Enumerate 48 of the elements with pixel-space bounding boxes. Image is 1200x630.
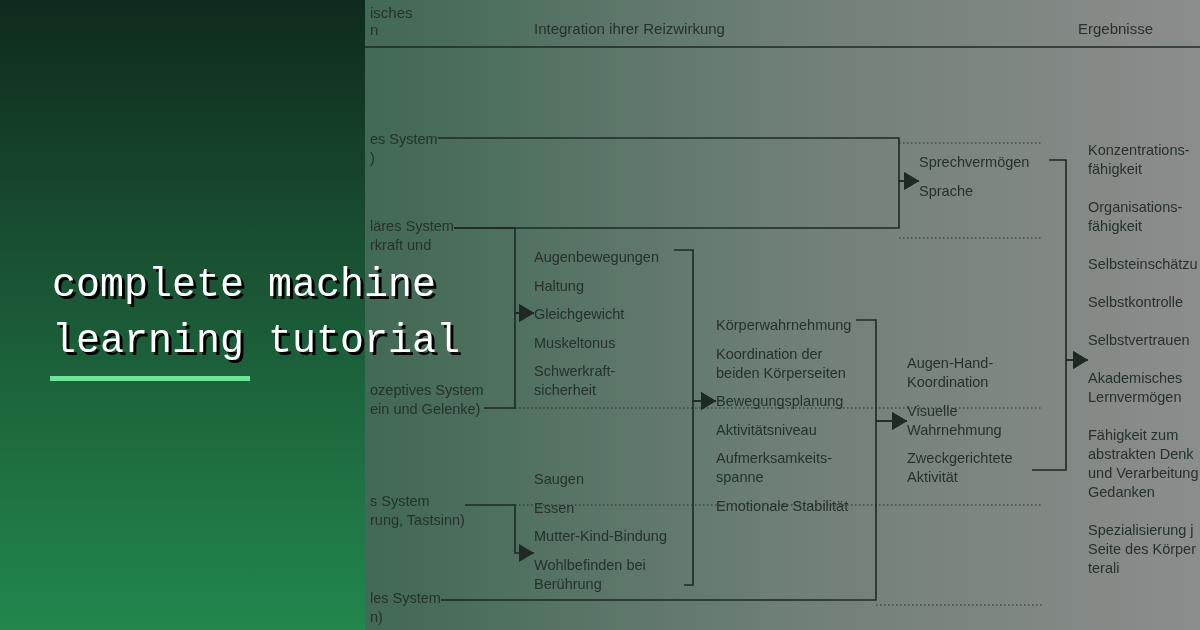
list-item: Haltung bbox=[534, 276, 585, 296]
list-item: Körperwahrnehmung bbox=[716, 316, 853, 335]
system-label: rung, Tastsinn) bbox=[370, 511, 465, 530]
result-item: Akademisches Lernvermögen bbox=[1088, 369, 1184, 407]
system-label: ozeptives System bbox=[370, 381, 484, 400]
system-label: ) bbox=[370, 149, 376, 168]
list-item: Bewegungsplanung bbox=[716, 392, 845, 411]
column-header: isches n bbox=[370, 4, 414, 38]
list-item: Muskeltonus bbox=[534, 333, 617, 353]
column-header: Integration ihrer Reizwirkung bbox=[534, 20, 726, 37]
list-item: Zweckgerichtete Aktivität bbox=[907, 449, 1014, 487]
list-item: Sprechvermögen bbox=[919, 153, 1031, 172]
arrow bbox=[1031, 351, 1089, 471]
list-item: Schwerkraft- sicherheit bbox=[534, 362, 617, 400]
list-item: Saugen bbox=[534, 470, 585, 489]
title-text: complete machine learning tutorial bbox=[52, 262, 462, 366]
list-item: Augen-Hand- Koordination bbox=[907, 354, 995, 392]
arrow bbox=[440, 412, 908, 601]
list-item: Aktivitätsniveau bbox=[716, 420, 818, 440]
result-item: Fähigkeit zum abstrakten Denk und Verarbeitung Gedanken bbox=[1088, 426, 1200, 502]
system-label: n) bbox=[370, 608, 384, 627]
result-item: Selbsteinschätzu bbox=[1088, 255, 1199, 274]
system-label: es System bbox=[370, 130, 438, 149]
system-label: rkraft und bbox=[370, 236, 433, 255]
list-item: Mutter-Kind-Bindung bbox=[534, 527, 668, 546]
arrow bbox=[453, 172, 920, 229]
result-item: Konzentrations- fähigkeit bbox=[1088, 141, 1191, 179]
list-item: Sprache bbox=[919, 181, 974, 201]
list-item: Augenbewegungen bbox=[534, 248, 660, 267]
list-item: Gleichgewicht bbox=[534, 305, 626, 324]
list-item: Aufmerksamkeits- spanne bbox=[716, 449, 834, 487]
result-item: Organisations- fähigkeit bbox=[1088, 198, 1184, 236]
result-item: Spezialisierung j Seite des Körper terali bbox=[1088, 521, 1197, 578]
list-item: Emotionale Stabilität bbox=[716, 496, 850, 516]
system-label: läres System bbox=[370, 217, 454, 236]
list-item: Essen bbox=[534, 498, 576, 518]
result-item: Selbstkontrolle bbox=[1088, 293, 1185, 312]
list-item: Wohlbefinden bei Berührung bbox=[534, 555, 647, 594]
system-label: ein und Gelenke) bbox=[370, 400, 482, 419]
system-label: les System bbox=[370, 589, 441, 608]
system-label: s System bbox=[370, 492, 431, 511]
list-item: Koordination der beiden Körperseiten bbox=[716, 344, 847, 383]
arrow bbox=[483, 304, 535, 409]
arrow bbox=[683, 392, 717, 586]
arrow bbox=[464, 504, 535, 562]
list-item: Visuelle Wahrnehmung bbox=[907, 401, 1003, 440]
result-item: Selbstvertrauen bbox=[1088, 331, 1191, 350]
column-header: Ergebnisse bbox=[1078, 20, 1155, 37]
